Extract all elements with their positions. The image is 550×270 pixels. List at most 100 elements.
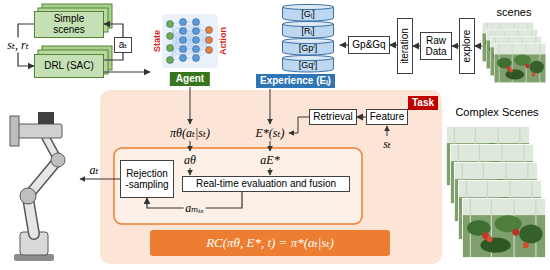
action-label: aₜ	[90, 163, 99, 178]
network-neuron	[167, 33, 174, 40]
process-box: Retrieval	[309, 109, 356, 125]
connector-arrow	[452, 45, 459, 46]
network-background	[162, 14, 218, 68]
network-neuron	[167, 57, 174, 64]
network-neuron	[167, 45, 174, 52]
database-cylinder: [Gpⁱ]	[282, 38, 334, 55]
scene-photos	[482, 22, 546, 83]
input-label: State	[152, 30, 162, 52]
network-neuron	[193, 28, 200, 35]
flow-arrow	[270, 141, 271, 151]
robot-gripper	[18, 124, 62, 138]
task-tag: Task	[408, 96, 438, 110]
action-box: aₜ	[114, 37, 132, 53]
process-box: iteration	[397, 18, 413, 74]
process-box: Gp&Gq	[348, 36, 389, 54]
photo	[462, 198, 546, 258]
connector-arrow	[390, 44, 398, 45]
connector-arrow	[104, 24, 123, 37]
connector-arrow	[475, 45, 482, 46]
box-label: Simple scenes	[38, 13, 100, 36]
box-label: Gp&Gq	[352, 39, 385, 51]
network-neuron	[206, 27, 213, 34]
box-label: Rejection -sampling	[124, 168, 170, 191]
database-entry: [Gpⁱ]	[299, 43, 318, 53]
network-neuron	[180, 46, 187, 53]
network-neuron	[193, 19, 200, 26]
process-box: Raw Data	[420, 32, 452, 60]
edge-label: sₜ, rₜ	[5, 38, 30, 53]
database-cylinder: [Rᵢ]	[282, 21, 334, 38]
math-label: aₜ	[119, 39, 128, 51]
flow-arrow	[289, 117, 309, 133]
network-neuron	[180, 19, 187, 26]
flow-arrow	[270, 89, 271, 124]
box-label: DRL (SAC)	[44, 60, 94, 72]
image-caption: scenes	[497, 6, 532, 19]
cylinder-top	[283, 22, 334, 27]
policy-label: πθ(aₜ|sₜ)	[170, 126, 210, 141]
network-neuron	[206, 47, 213, 54]
formula-bar: RC(πθ, E*, t) = π*(aₜ|sₜ)	[150, 230, 390, 256]
network-neuron	[167, 21, 174, 28]
task-background	[100, 90, 442, 264]
box-label: Raw Data	[424, 35, 448, 58]
database-cylinder: [Gqⁱ]	[282, 55, 334, 72]
flow-arrow	[387, 126, 388, 136]
box-label: iteration	[399, 28, 411, 64]
flow-arrow	[190, 141, 191, 151]
process-box: explore	[459, 18, 475, 74]
process-box: Real-time evaluation and fusion	[182, 176, 350, 192]
network-neuron	[193, 55, 200, 62]
state-label: sₜ	[383, 137, 391, 152]
connector-arrow	[340, 44, 348, 45]
drl-box: DRL (SAC)	[34, 54, 104, 78]
flow-arrow	[270, 168, 271, 175]
box-label: Real-time evaluation and fusion	[196, 178, 336, 190]
flow-arrow	[190, 168, 191, 175]
database-entry: [Rᵢ]	[302, 26, 315, 36]
database-cylinder: [Gᵢ]	[282, 4, 334, 21]
network-neuron	[180, 37, 187, 44]
scene-box: Simple scenes	[34, 11, 104, 38]
flow-arrow	[190, 87, 191, 124]
box-label: explore	[461, 30, 473, 63]
edge-label: aₘᵢₓ	[183, 201, 206, 216]
process-box: Rejection -sampling	[120, 160, 174, 198]
robot-gripper	[10, 116, 19, 146]
network-neuron	[193, 37, 200, 44]
connector-arrow	[104, 53, 123, 60]
scene-images: scenes	[482, 6, 546, 86]
action-label: aθ	[184, 153, 196, 168]
photo	[494, 43, 546, 83]
experience-label: E*(sₜ)	[256, 126, 285, 141]
box-label: Retrieval	[313, 111, 352, 123]
agent-tag: Agent	[170, 72, 210, 86]
output-label: Action	[218, 27, 228, 55]
experience-database: Experience (Eᵢ) [Gᵢ] [Rᵢ] [Gpⁱ] [Gqⁱ]	[256, 2, 340, 88]
action-label: aE*	[260, 153, 279, 168]
connector-arrow	[413, 45, 420, 46]
network-neuron	[193, 46, 200, 53]
experience-tag: Experience (Eᵢ)	[256, 74, 335, 88]
connector-arrow	[357, 116, 366, 117]
box-label: Feature	[370, 111, 404, 123]
robot-joint	[51, 153, 65, 167]
cylinder-top	[283, 39, 334, 44]
robot-camera	[38, 112, 54, 124]
task-region: TaskRetrievalFeatureRejection -samplingR…	[100, 90, 442, 264]
database-entry: [Gᵢ]	[301, 9, 314, 19]
network-neuron	[180, 28, 187, 35]
robot-arm	[10, 112, 65, 261]
cylinder-top	[283, 5, 334, 10]
image-caption: Complex Scenes	[455, 106, 538, 119]
database-entry: [Gqⁱ]	[299, 60, 318, 70]
formula: RC(πθ, E*, t) = π*(aₜ|sₜ)	[206, 236, 334, 251]
robot-joint	[20, 188, 36, 204]
network-icon	[167, 19, 213, 64]
fusion-region	[114, 148, 362, 224]
network-neuron	[180, 55, 187, 62]
connector-arrow	[104, 71, 150, 72]
process-box: Feature	[366, 109, 408, 125]
